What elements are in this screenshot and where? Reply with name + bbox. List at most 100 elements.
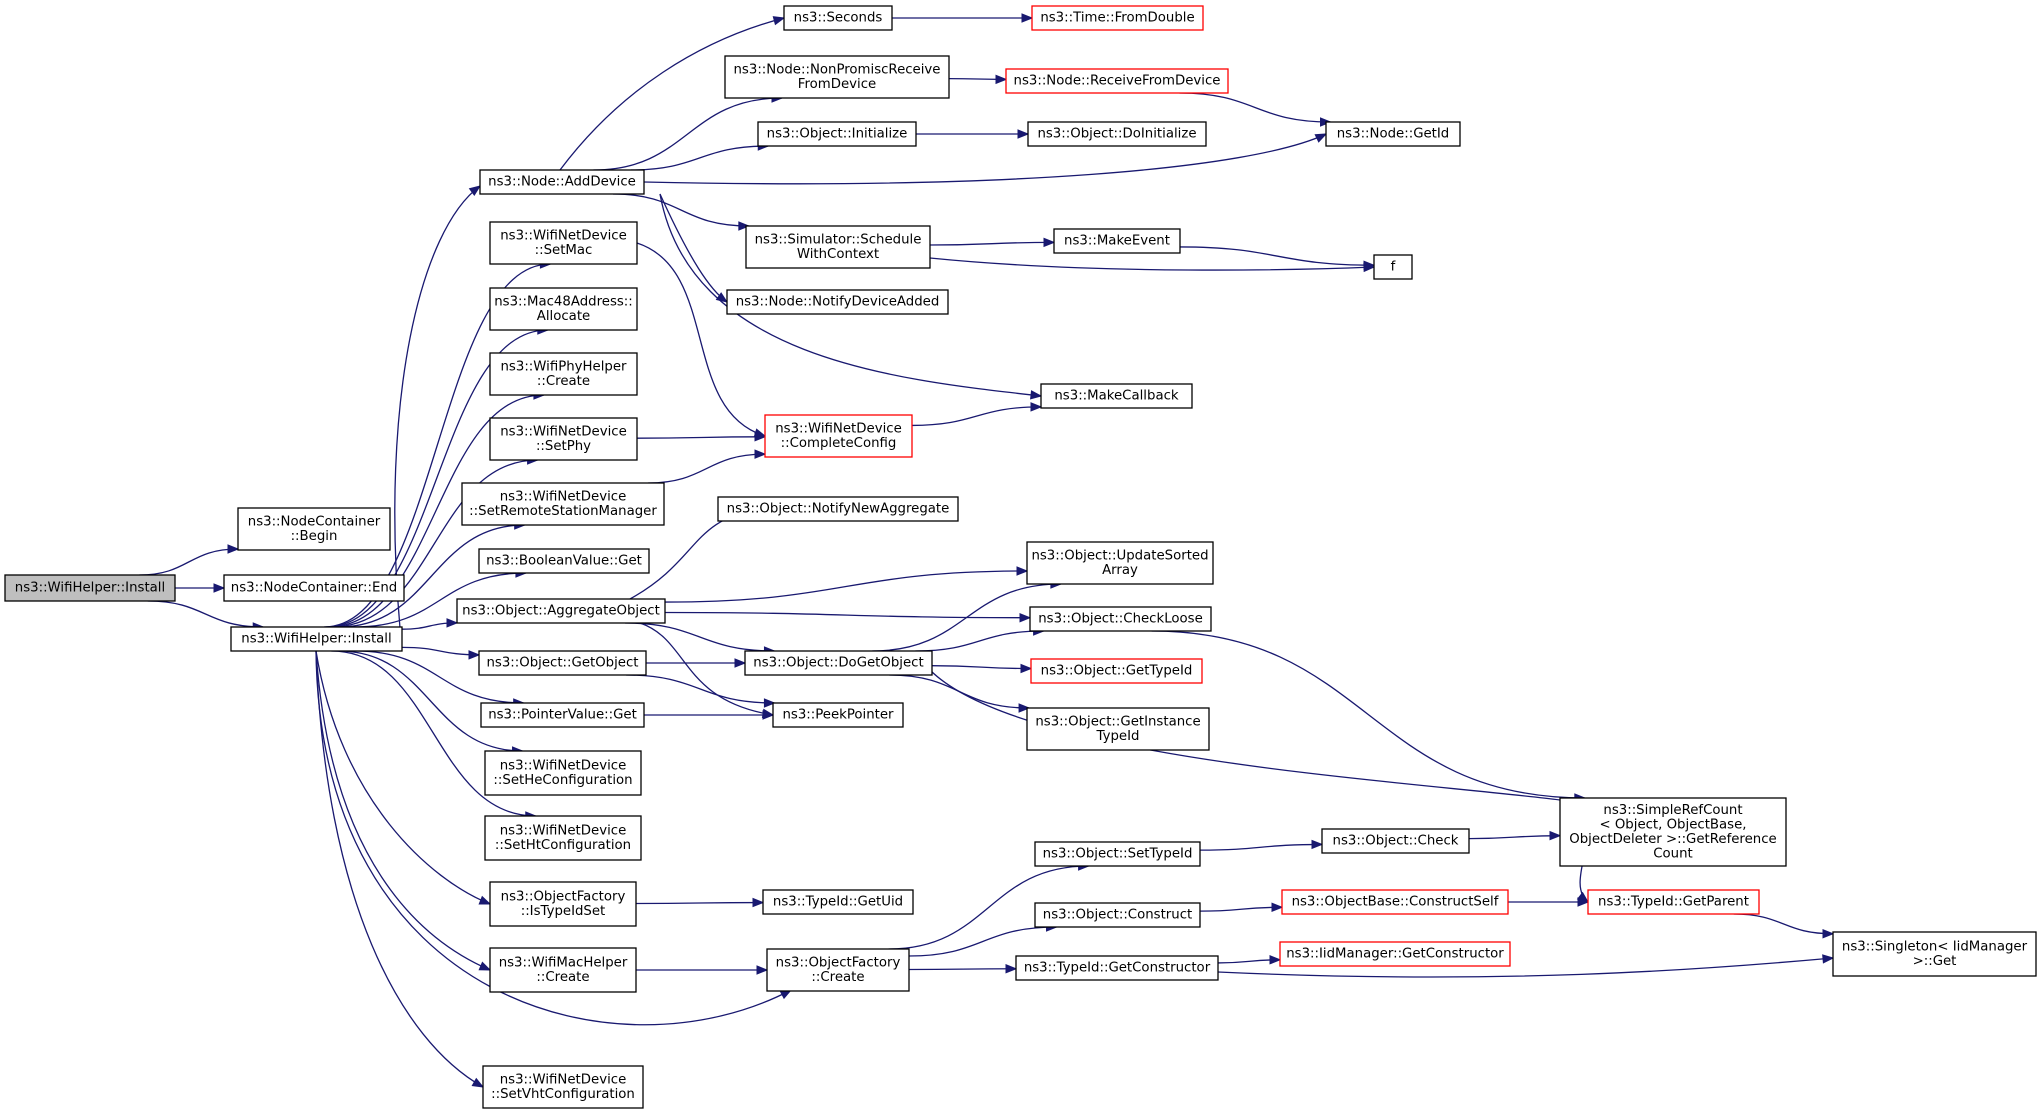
node-get-obj[interactable]: ns3::Object::GetObject bbox=[478, 650, 647, 676]
call-edge-add_device-to-node_getid bbox=[643, 133, 1328, 185]
node-recv-from-dev[interactable]: ns3::Node::ReceiveFromDevice bbox=[1005, 68, 1229, 94]
node-box bbox=[744, 650, 933, 676]
node-bool-get[interactable]: ns3::BooleanValue::Get bbox=[478, 548, 650, 574]
node-of-create[interactable]: ns3::ObjectFactory::Create bbox=[766, 948, 910, 992]
edge-line bbox=[331, 650, 536, 817]
node-set-ht[interactable]: ns3::WifiNetDevice::SetHtConfiguration bbox=[484, 815, 642, 861]
node-construct[interactable]: ns3::Object::Construct bbox=[1034, 902, 1201, 928]
node-label: TypeId bbox=[1096, 729, 1140, 744]
node-peek-ptr[interactable]: ns3::PeekPointer bbox=[772, 702, 904, 728]
node-wh-install[interactable]: ns3::WifiHelper::Install bbox=[230, 626, 403, 652]
node-set-phy[interactable]: ns3::WifiNetDevice::SetPhy bbox=[489, 417, 638, 461]
node-node-getid[interactable]: ns3::Node::GetId bbox=[1325, 121, 1461, 147]
edge-arrowhead bbox=[1005, 963, 1018, 974]
edge-line bbox=[659, 193, 728, 303]
node-objbase-construct[interactable]: ns3::ObjectBase::ConstructSelf bbox=[1281, 889, 1509, 915]
node-label: ns3::Object::Check bbox=[1333, 834, 1459, 849]
node-make-cb[interactable]: ns3::MakeCallback bbox=[1040, 383, 1193, 409]
node-set-mac[interactable]: ns3::WifiNetDevice::SetMac bbox=[489, 221, 638, 265]
node-seconds[interactable]: ns3::Seconds bbox=[783, 5, 893, 31]
node-do-get-obj[interactable]: ns3::Object::DoGetObject bbox=[744, 650, 933, 676]
edge-line bbox=[394, 185, 481, 629]
node-simple-ref[interactable]: ns3::SimpleRefCount< Object, ObjectBase,… bbox=[1559, 797, 1787, 867]
edge-line bbox=[636, 436, 766, 439]
node-set-rsm[interactable]: ns3::WifiNetDevice::SetRemoteStationMana… bbox=[461, 482, 665, 526]
node-complete-cfg[interactable]: ns3::WifiNetDevice::CompleteConfig bbox=[764, 414, 913, 458]
node-add-device[interactable]: ns3::Node::AddDevice bbox=[479, 169, 645, 195]
edge-line bbox=[338, 524, 525, 628]
edge-line bbox=[639, 622, 774, 716]
node-label: ::SetVhtConfiguration bbox=[491, 1087, 635, 1102]
edge-arrowhead bbox=[995, 74, 1008, 85]
edge-arrowhead bbox=[1043, 237, 1056, 248]
node-singleton-get[interactable]: ns3::Singleton< IidManager >::Get bbox=[1832, 931, 2037, 977]
edge-arrowhead bbox=[1030, 390, 1043, 400]
node-check-loose[interactable]: ns3::Object::CheckLoose bbox=[1029, 606, 1212, 632]
node-box bbox=[1279, 941, 1511, 967]
node-label: ns3::Object::SetTypeId bbox=[1043, 847, 1193, 862]
call-edge-of_create-to-construct bbox=[908, 922, 1058, 957]
node-root[interactable]: ns3::WifiHelper::Install bbox=[4, 574, 176, 602]
node-label: ns3::WifiHelper::Install bbox=[15, 581, 165, 596]
node-nc-begin[interactable]: ns3::NodeContainer::Begin bbox=[237, 507, 391, 551]
node-set-typeid[interactable]: ns3::Object::SetTypeId bbox=[1034, 841, 1201, 867]
node-obj-init[interactable]: ns3::Object::Initialize bbox=[757, 121, 917, 147]
edge-line bbox=[1199, 843, 1323, 851]
edge-arrowhead bbox=[1271, 902, 1284, 913]
node-label: Array bbox=[1102, 563, 1138, 578]
node-mac-create[interactable]: ns3::WifiMacHelper::Create bbox=[489, 947, 637, 993]
node-label: ::SetHtConfiguration bbox=[495, 838, 631, 853]
edge-line bbox=[931, 665, 1032, 670]
node-set-vht[interactable]: ns3::WifiNetDevice::SetVhtConfiguration bbox=[482, 1065, 644, 1109]
call-edge-wh_install-to-set_vht bbox=[315, 650, 485, 1088]
edge-line bbox=[908, 968, 1017, 971]
edge-arrowhead bbox=[1016, 566, 1029, 576]
node-label: ns3::MakeCallback bbox=[1054, 389, 1179, 404]
node-get-typeid[interactable]: ns3::Object::GetTypeId bbox=[1030, 658, 1203, 684]
call-edge-agg_obj-to-do_get_obj bbox=[625, 622, 776, 656]
call-edge-do_get_obj-to-tid_getparent bbox=[929, 669, 1590, 903]
node-tid-getparent[interactable]: ns3::TypeId::GetParent bbox=[1587, 889, 1760, 915]
edge-line bbox=[1179, 92, 1331, 123]
node-box bbox=[745, 225, 931, 269]
node-notify-agg[interactable]: ns3::Object::NotifyNewAggregate bbox=[717, 496, 959, 522]
edge-line bbox=[911, 406, 1042, 427]
node-set-he[interactable]: ns3::WifiNetDevice::SetHeConfiguration bbox=[484, 750, 642, 796]
node-agg-obj[interactable]: ns3::Object::AggregateObject bbox=[456, 598, 666, 624]
node-ptr-get[interactable]: ns3::PointerValue::Get bbox=[480, 702, 645, 728]
node-iid-getctor[interactable]: ns3::IidManager::GetConstructor bbox=[1279, 941, 1511, 967]
node-mac48[interactable]: ns3::Mac48Address::Allocate bbox=[489, 287, 638, 331]
node-of-istid[interactable]: ns3::ObjectFactory::IsTypeIdSet bbox=[489, 881, 637, 927]
node-label: ns3::TypeId::GetConstructor bbox=[1024, 961, 1211, 976]
node-make-event[interactable]: ns3::MakeEvent bbox=[1053, 228, 1181, 254]
edge-arrowhead bbox=[1020, 663, 1033, 674]
node-label: ns3::Node::AddDevice bbox=[488, 175, 636, 190]
edge-line bbox=[147, 600, 264, 628]
node-label: ns3::Object::GetInstance bbox=[1035, 714, 1200, 729]
call-edge-set_rsm-to-complete_cfg bbox=[648, 449, 767, 484]
call-edge-of_istid-to-tid_getuid bbox=[635, 897, 765, 908]
call-edge-sched_ctx-to-f bbox=[929, 257, 1376, 273]
node-f[interactable]: f bbox=[1373, 254, 1413, 280]
node-obj-check[interactable]: ns3::Object::Check bbox=[1321, 828, 1470, 854]
node-notify-added[interactable]: ns3::Node::NotifyDeviceAdded bbox=[726, 289, 949, 315]
call-edge-complete_cfg-to-make_cb bbox=[911, 402, 1043, 427]
node-label: ns3::Node::GetId bbox=[1337, 127, 1450, 142]
call-edge-obj_init-to-do_init bbox=[916, 129, 1030, 139]
node-from-double[interactable]: ns3::Time::FromDouble bbox=[1031, 5, 1204, 31]
node-label: ns3::Time::FromDouble bbox=[1040, 11, 1194, 26]
edge-line bbox=[354, 572, 526, 628]
node-phy-create[interactable]: ns3::WifiPhyHelper::Create bbox=[489, 352, 638, 396]
node-do-init[interactable]: ns3::Object::DoInitialize bbox=[1027, 121, 1207, 147]
node-box bbox=[757, 121, 917, 147]
node-tid-getuid[interactable]: ns3::TypeId::GetUid bbox=[762, 889, 914, 915]
call-edge-wh_install-to-agg_obj bbox=[401, 618, 459, 630]
node-label: ns3::WifiMacHelper bbox=[499, 955, 628, 970]
node-nc-end[interactable]: ns3::NodeContainer::End bbox=[223, 574, 405, 602]
node-tid-getctor[interactable]: ns3::TypeId::GetConstructor bbox=[1015, 955, 1219, 981]
edge-line bbox=[593, 97, 783, 171]
